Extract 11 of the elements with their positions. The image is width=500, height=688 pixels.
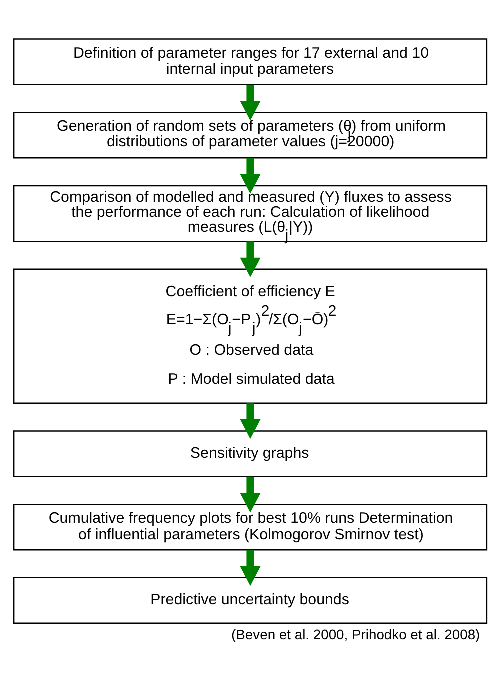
arrow — [240, 158, 260, 194]
node-box: Sensitivity graphs — [12, 430, 488, 478]
arrow — [240, 242, 260, 278]
arrow — [240, 404, 260, 440]
node-box: Cumulative frequency plots for best 10% runs Determination of influential parameters (Kolmogorov Smirnov test) — [12, 504, 488, 551]
caption: (Beven et al. 2000, Prihodko et al. 2008) — [231, 626, 480, 643]
node-box: Definition of parameter ranges for 17 external and 10 internal input parameters — [12, 38, 488, 86]
arrow — [240, 476, 260, 513]
arrow — [240, 84, 260, 121]
node-box: Predictive uncertainty bounds — [12, 577, 488, 624]
arrow — [240, 550, 260, 586]
